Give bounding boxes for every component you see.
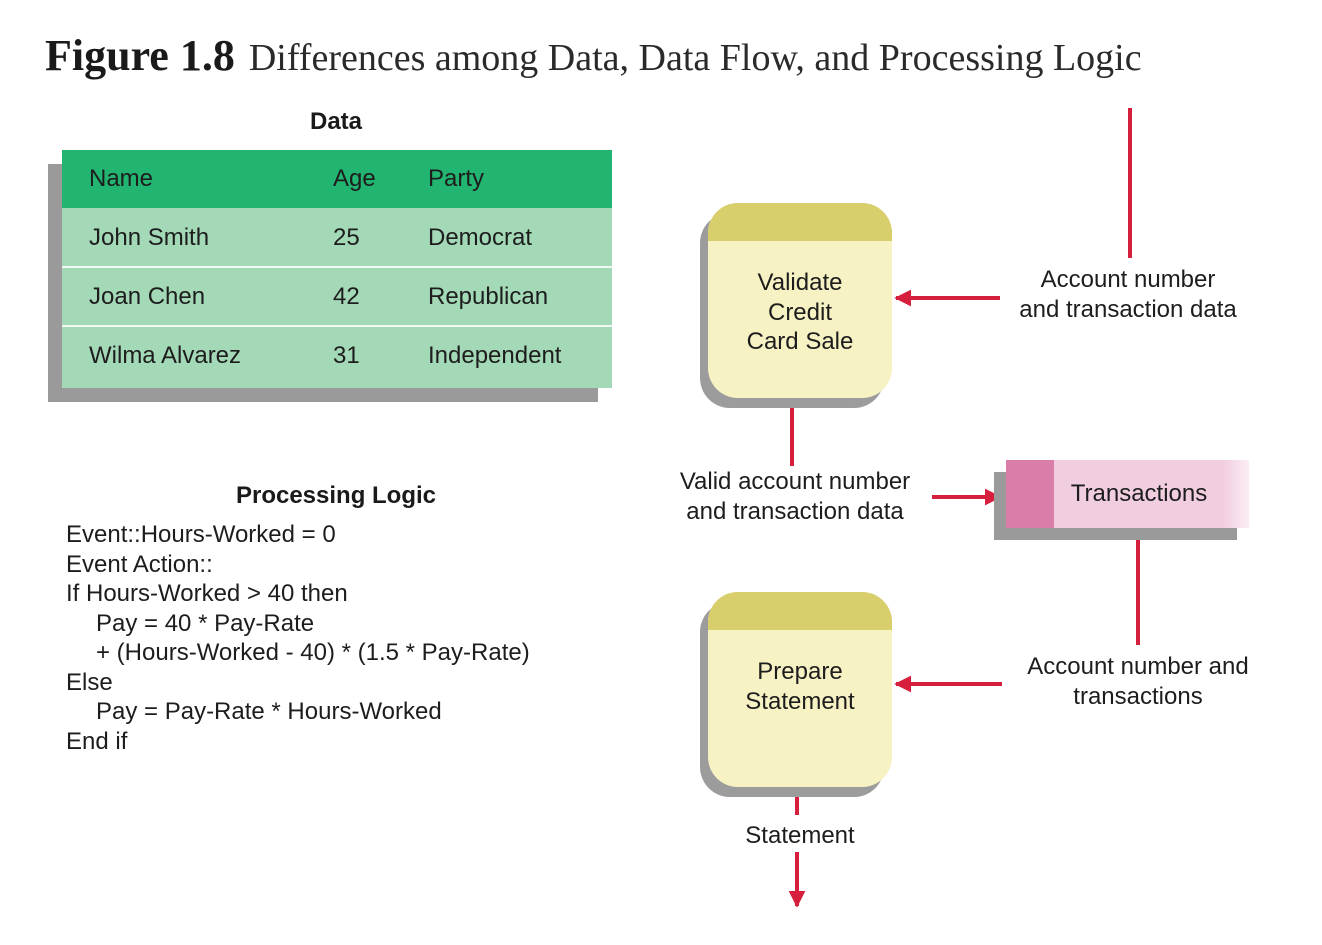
flow-label-account-transactions: Account number and transactions [1003,652,1273,711]
data-store-transactions: Transactions [1006,460,1263,528]
table-row: Wilma Alvarez 31 Independent [62,327,612,385]
cell-name: John Smith [89,224,210,251]
row-divider [62,266,612,268]
data-store-tab [1006,460,1054,528]
figure-caption: Differences among Data, Data Flow, and P… [248,37,1142,79]
cell-name: Joan Chen [89,283,206,310]
process-validate-credit-card-sale: Validate Credit Card Sale [708,203,892,398]
cell-name: Wilma Alvarez [89,342,242,369]
code-line: If Hours-Worked > 40 then [66,580,348,607]
process-label-line: Statement [745,687,855,715]
processing-logic-code: Event::Hours-Worked = 0 Event Action:: I… [66,520,530,756]
process-label: Prepare Statement [708,657,892,716]
cell-party: Independent [428,342,562,369]
flow-label-line: Account number and [1027,653,1249,680]
process-label-line: Prepare [757,658,843,685]
processing-logic-heading: Processing Logic [235,482,437,509]
code-line: Pay = 40 * Pay-Rate [96,609,315,637]
cell-age: 42 [333,283,360,310]
table-row: Joan Chen 42 Republican [62,268,612,327]
process-header-band [708,592,892,630]
table-row: John Smith 25 Democrat [62,209,612,268]
column-header-age: Age [333,165,376,192]
process-label: Validate Credit Card Sale [708,268,892,357]
code-line: Event::Hours-Worked = 0 [66,521,336,548]
flow-label-line: transactions [1073,682,1203,710]
figure-title: Figure 1.8 Differences among Data, Data F… [45,30,1142,81]
data-table: Name Age Party John Smith 25 Democrat Jo… [62,150,612,388]
process-label-line: Validate [757,269,843,296]
cell-party: Democrat [428,224,533,251]
process-prepare-statement: Prepare Statement [708,592,892,787]
flow-label-line: Valid account number [679,468,911,495]
flow-label-account-transaction-data: Account number and transaction data [1000,265,1256,324]
row-divider [62,325,612,327]
column-header-party: Party [428,165,485,192]
flow-label-line: and transaction data [1019,295,1237,323]
figure-number: Figure 1.8 [45,31,235,80]
process-label-line: Card Sale [746,328,854,355]
cell-age: 31 [333,342,360,369]
cell-party: Republican [428,283,549,310]
code-line: + (Hours-Worked - 40) * (1.5 * Pay-Rate) [96,639,530,666]
cell-age: 25 [333,224,360,251]
flow-label-statement: Statement [745,822,855,849]
process-label-line: Credit [767,298,833,326]
code-line: End if [66,727,128,755]
flow-label-line: Account number [1040,266,1216,293]
flow-label-valid-account-data: Valid account number and transaction dat… [650,467,940,526]
column-header-name: Name [89,165,154,192]
code-line: Else [66,668,113,696]
data-store-open-end [1223,460,1263,528]
data-store-label: Transactions [1070,480,1208,507]
process-header-band [708,203,892,241]
data-heading: Data [309,108,363,135]
flow-label-line: and transaction data [686,497,904,525]
table-header-row: Name Age Party [62,150,612,208]
code-line: Pay = Pay-Rate * Hours-Worked [96,698,442,725]
code-line: Event Action:: [66,550,213,578]
